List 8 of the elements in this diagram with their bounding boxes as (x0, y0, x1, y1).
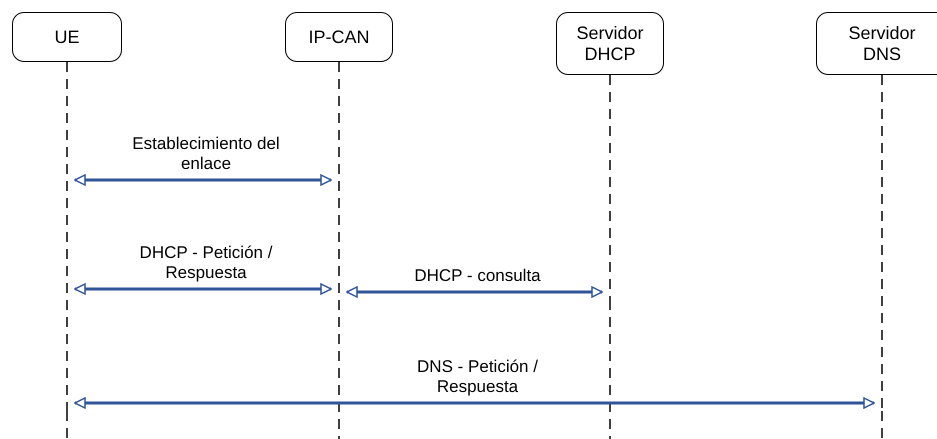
double-arrow (74, 283, 332, 295)
participant-box: UE (12, 12, 122, 62)
double-arrow (74, 174, 332, 186)
participant-box: IP-CAN (285, 12, 393, 62)
double-arrow (346, 286, 603, 298)
participant-box: Servidor DNS (816, 12, 937, 75)
participant-box: Servidor DHCP (556, 12, 664, 75)
double-arrow (74, 397, 875, 409)
